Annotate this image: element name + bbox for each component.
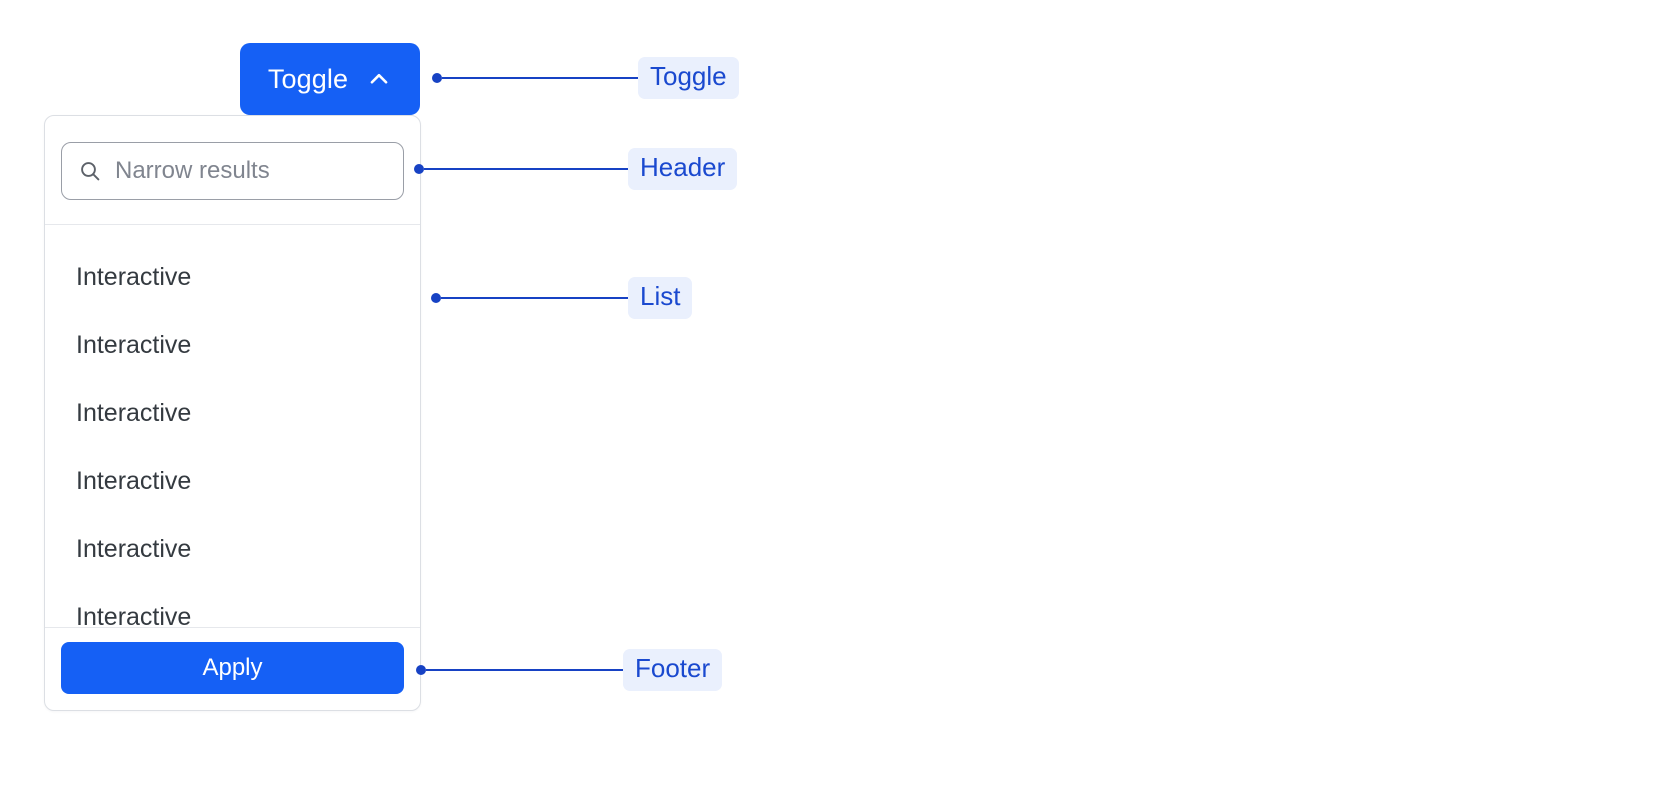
annotation-label-footer: Footer — [623, 649, 723, 691]
dropdown-header — [45, 116, 420, 225]
annotation-dot-icon — [414, 164, 424, 174]
list-item-label: Interactive — [76, 466, 192, 495]
list-item[interactable]: Interactive — [45, 311, 420, 379]
apply-button[interactable]: Apply — [61, 642, 404, 694]
list-item[interactable]: Interactive — [45, 243, 420, 311]
dropdown-panel: Interactive Interactive Interactive Inte… — [44, 115, 421, 711]
list-item-label: Interactive — [76, 602, 192, 628]
dropdown-list: Interactive Interactive Interactive Inte… — [45, 225, 420, 628]
list-item-label: Interactive — [76, 398, 192, 427]
annotation-label-toggle: Toggle — [638, 57, 739, 99]
list-item[interactable]: Interactive — [45, 379, 420, 447]
search-input[interactable] — [62, 143, 403, 199]
annotation-dot-icon — [431, 293, 441, 303]
list-item-label: Interactive — [76, 262, 192, 291]
annotation-leader-line — [426, 669, 623, 671]
annotation-dot-icon — [432, 73, 442, 83]
list-item[interactable]: Interactive — [45, 447, 420, 515]
toggle-button-label: Toggle — [267, 63, 349, 94]
annotation-leader-line — [442, 77, 638, 79]
search-icon — [78, 159, 102, 183]
list-item[interactable]: Interactive — [45, 583, 420, 628]
list-item-label: Interactive — [76, 534, 192, 563]
dropdown-footer: Apply — [45, 627, 420, 710]
toggle-button[interactable]: Toggle — [240, 43, 420, 115]
chevron-up-icon — [366, 66, 392, 92]
list-item[interactable]: Interactive — [45, 515, 420, 583]
annotation-label-list: List — [628, 277, 693, 319]
annotation-leader-line — [441, 297, 628, 299]
search-field[interactable] — [61, 142, 404, 200]
annotation-label-header: Header — [628, 148, 738, 190]
list-item-label: Interactive — [76, 330, 192, 359]
annotation-dot-icon — [416, 665, 426, 675]
annotation-leader-line — [424, 168, 628, 170]
